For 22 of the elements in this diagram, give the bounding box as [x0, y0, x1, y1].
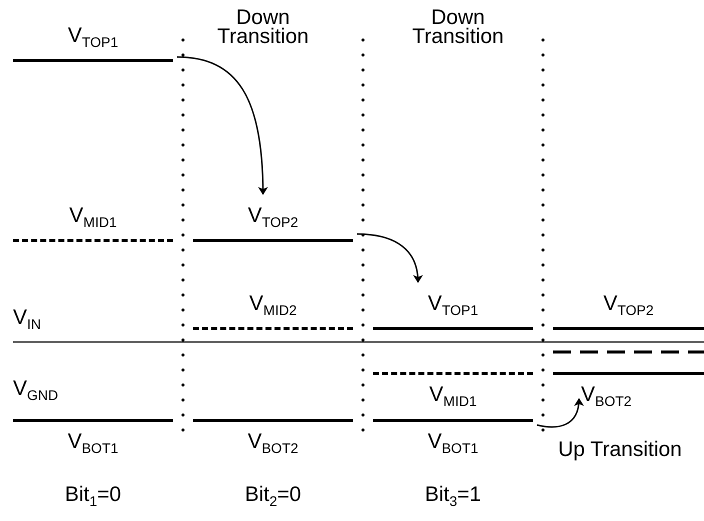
- level-label: V$_{MID2}$: [249, 292, 297, 320]
- transition-label: Down Transition: [411, 8, 505, 46]
- level-label: V$_{MID1}$: [429, 382, 477, 410]
- level-label: V$_{BOT2}$: [581, 382, 632, 410]
- arrow: [356, 233, 422, 283]
- level-label: V$_{TOP1}$: [428, 292, 478, 320]
- arrow: [536, 398, 584, 428]
- bit-label: Bit$_{3}$=1: [424, 485, 482, 511]
- transition-label: Up Transition: [557, 440, 683, 459]
- level-label: V$_{BOT1}$: [68, 430, 118, 458]
- level-label: V$_{TOP2}$: [248, 204, 298, 232]
- voltage-label: V$_{GND}$: [13, 377, 58, 405]
- arrow: [176, 56, 268, 195]
- level-label: V$_{TOP2}$: [603, 292, 654, 320]
- voltage-label: V$_{IN}$: [13, 306, 42, 334]
- level-label: V$_{MID1}$: [69, 204, 117, 232]
- bit-label: Bit$_{1}$=0: [64, 485, 122, 511]
- level-label: V$_{TOP1}$: [68, 24, 118, 52]
- level-label: V$_{BOT2}$: [248, 430, 298, 458]
- bit-label: Bit$_{2}$=0: [244, 485, 302, 511]
- transition-label: Down Transition: [216, 8, 310, 46]
- level-label: V$_{BOT1}$: [428, 430, 478, 458]
